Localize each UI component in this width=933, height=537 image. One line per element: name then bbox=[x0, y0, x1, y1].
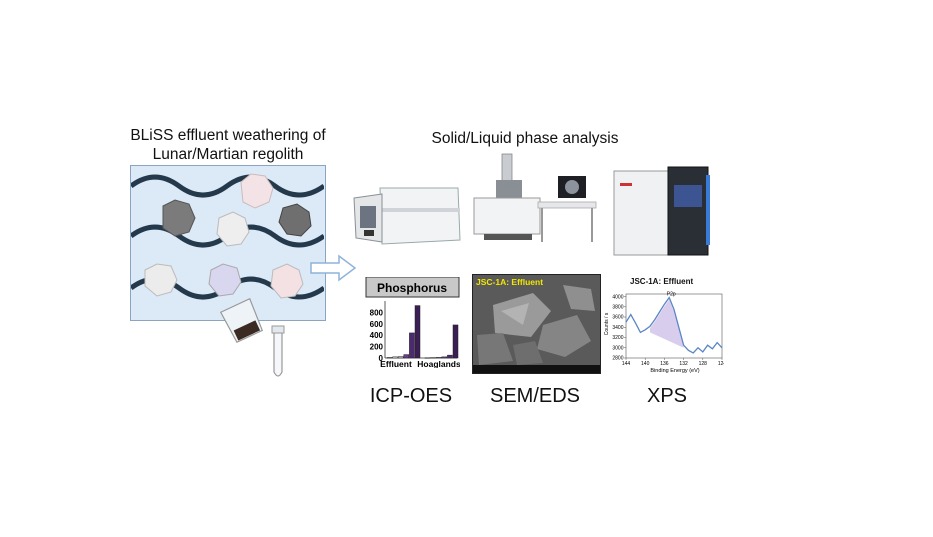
left-title-line1: BLiSS effluent weathering of bbox=[130, 127, 326, 144]
sem-micrograph: JSC-1A: Effluent bbox=[472, 274, 601, 374]
method-label-xps: XPS bbox=[646, 385, 688, 407]
xps-x-tick-label: 136 bbox=[660, 361, 669, 367]
rock-white-bottom bbox=[144, 263, 178, 297]
rock-gray-dark-2 bbox=[278, 203, 312, 237]
y-tick-label: 0 bbox=[379, 354, 384, 363]
icp-oes-instrument-icon bbox=[353, 187, 461, 245]
xps-x-tick-label: 132 bbox=[679, 361, 688, 367]
x-category-effluent: Effluent bbox=[380, 359, 412, 368]
sem-instrument-icon bbox=[473, 153, 597, 242]
right-title: Solid/Liquid phase analysis bbox=[431, 130, 619, 147]
xps-y-axis-label: Counts / s bbox=[604, 312, 610, 335]
xps-y-tick-label: 3000 bbox=[612, 345, 623, 351]
xps-instrument-icon bbox=[613, 166, 710, 256]
xps-chart-title: JSC-1A: Effluent bbox=[630, 277, 694, 286]
xps-y-tick-label: 3800 bbox=[612, 305, 623, 311]
chart-y-ticks: 0 200 400 600 800 bbox=[370, 308, 384, 363]
xps-peak-fill bbox=[650, 299, 684, 348]
xps-axes bbox=[625, 293, 723, 359]
bar bbox=[435, 357, 442, 359]
chart-title: Phosphorus bbox=[377, 281, 447, 295]
bar bbox=[392, 356, 398, 359]
xps-x-axis-label: Binding Energy (eV) bbox=[650, 368, 699, 374]
rock-pink-top bbox=[240, 173, 274, 209]
xps-spectrum-chart: P2p 144 140 136 132 128 124 2800 3000 3200 3400 36… bbox=[604, 292, 724, 374]
y-tick-label: 200 bbox=[370, 343, 384, 352]
x-category-hoaglands: Hoaglands bbox=[417, 359, 460, 368]
phosphorus-bar-chart: Phosphorus 0 200 400 600 800 Effluent Hoagla… bbox=[365, 276, 461, 369]
xps-y-tick-label: 3200 bbox=[612, 335, 623, 341]
xps-peak-label: P2p bbox=[667, 292, 676, 298]
bar bbox=[424, 357, 431, 359]
right-arrow-icon bbox=[310, 254, 357, 282]
bar bbox=[430, 357, 436, 359]
rock-gray-dark-1 bbox=[162, 199, 196, 237]
regolith-panel bbox=[129, 165, 326, 321]
chart-axes bbox=[384, 301, 457, 359]
bar bbox=[386, 357, 393, 359]
method-label-sem-eds: SEM/EDS bbox=[489, 385, 581, 407]
wave-top bbox=[129, 174, 326, 198]
rock-lavender-bottom bbox=[208, 263, 242, 297]
bar bbox=[409, 332, 415, 359]
sem-info-bar bbox=[473, 365, 600, 373]
left-title: BLiSS effluent weathering of Lunar/Marti… bbox=[112, 126, 344, 164]
sem-label: JSC-1A: Effluent bbox=[476, 277, 544, 287]
xps-y-tick-label: 3400 bbox=[612, 325, 623, 331]
xps-plot-frame bbox=[625, 293, 723, 359]
regolith-illustration bbox=[129, 173, 326, 300]
rock-pink-bottom bbox=[270, 263, 304, 299]
xps-y-tick-label: 3600 bbox=[612, 315, 623, 321]
bar bbox=[447, 354, 453, 359]
xps-ticks: 144 140 136 132 128 124 2800 3000 3200 3400 3600 38… bbox=[612, 294, 724, 367]
bar bbox=[441, 356, 448, 359]
xps-y-tick-label: 4000 bbox=[612, 294, 623, 300]
sem-particles bbox=[473, 275, 600, 373]
bar bbox=[397, 356, 404, 359]
method-label-icp-oes: ICP-OES bbox=[369, 385, 453, 407]
y-tick-label: 400 bbox=[370, 331, 384, 340]
xps-x-tick-label: 128 bbox=[699, 361, 708, 367]
xps-x-tick-label: 140 bbox=[641, 361, 650, 367]
bar bbox=[403, 354, 410, 359]
xps-x-tick-label: 124 bbox=[718, 361, 724, 367]
xps-x-tick-label: 144 bbox=[622, 361, 631, 367]
rock-white-middle bbox=[216, 211, 250, 247]
bar bbox=[414, 305, 421, 359]
chart-bars bbox=[386, 305, 459, 359]
left-title-line2: Lunar/Martian regolith bbox=[152, 146, 304, 163]
xps-y-tick-label: 2800 bbox=[612, 356, 623, 362]
bar bbox=[452, 324, 459, 359]
beaker-tube-icon bbox=[219, 298, 285, 377]
chart-title-box bbox=[365, 276, 460, 298]
y-tick-label: 600 bbox=[370, 320, 384, 329]
xps-spectrum-line bbox=[625, 296, 723, 354]
phosphorus-chart: Phosphorus 0 200 400 600 800 Effluent Hoagla… bbox=[363, 276, 461, 369]
y-tick-label: 800 bbox=[370, 308, 384, 317]
